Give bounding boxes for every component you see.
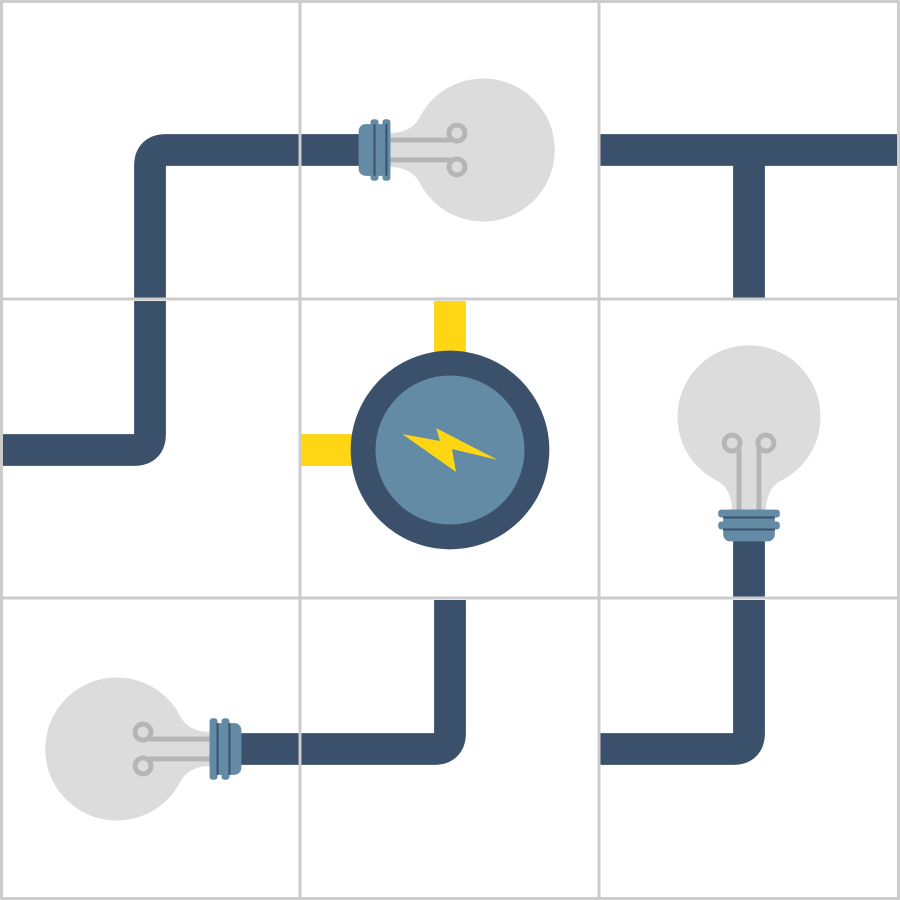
tile-wire-corner-r1c0[interactable] bbox=[1, 301, 299, 599]
tile-bulb-r1c2[interactable] bbox=[600, 301, 898, 599]
wire-corner bbox=[1, 301, 166, 466]
wire-tee bbox=[600, 134, 898, 299]
tile-wire-corner-r2c1[interactable] bbox=[301, 600, 599, 898]
tile-wire-corner-r0c0[interactable] bbox=[1, 1, 299, 299]
light-bulb-icon bbox=[301, 78, 555, 222]
wire-corner bbox=[134, 134, 299, 299]
tile-wire-tee-r0c2[interactable] bbox=[600, 1, 898, 299]
light-bulb-icon bbox=[677, 345, 821, 599]
tile-bulb-r2c0[interactable] bbox=[1, 600, 299, 898]
wire-corner bbox=[600, 600, 765, 765]
light-bulb-icon bbox=[45, 677, 299, 821]
power-source bbox=[301, 301, 550, 550]
tile-power-source-r1c1[interactable] bbox=[301, 301, 599, 599]
tile-wire-corner-r2c2[interactable] bbox=[600, 600, 898, 898]
wire-corner bbox=[301, 600, 466, 765]
tile-bulb-r0c1[interactable] bbox=[301, 1, 599, 299]
